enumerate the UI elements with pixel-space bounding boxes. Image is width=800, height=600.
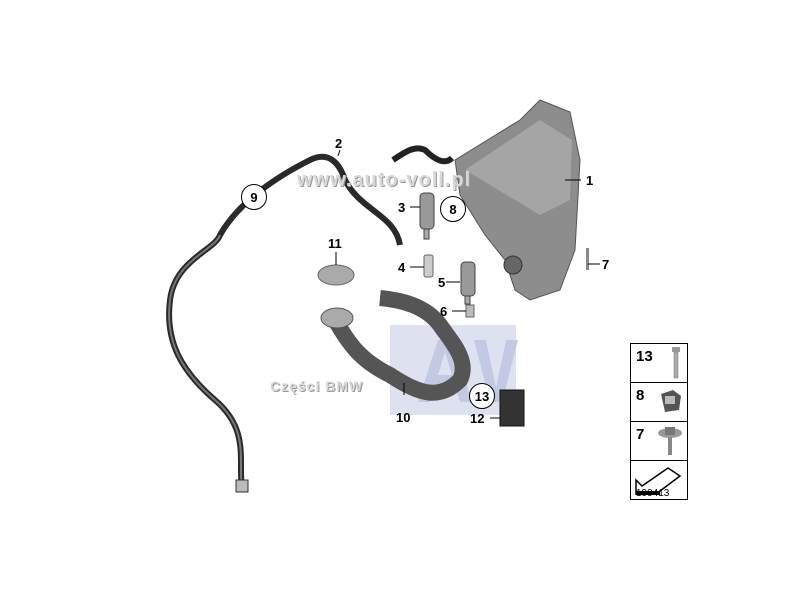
- bracket-12: [499, 389, 525, 427]
- hose-9: [166, 153, 403, 491]
- hose-9-highlight: [168, 234, 243, 491]
- reservoir-port: [503, 255, 523, 275]
- callout-11: 11: [328, 236, 342, 251]
- cap-11: [317, 264, 355, 286]
- clip-icon: [661, 390, 681, 412]
- callout-10: 10: [396, 410, 411, 425]
- legend-label: 8: [636, 387, 645, 404]
- filler-cap: [320, 307, 354, 329]
- callout-2: 2: [335, 136, 343, 151]
- small-hose: [391, 145, 455, 165]
- callout-1: 1: [586, 173, 594, 188]
- callout-3: 3: [398, 200, 406, 215]
- screw-icon: [658, 427, 682, 455]
- callout-4: 4: [398, 260, 406, 275]
- legend-item-13: 13: [630, 343, 688, 383]
- fastener-legend: 13 8 7: [630, 343, 688, 500]
- washer-pump-5: [460, 261, 476, 297]
- legend-item-8: 8: [630, 382, 688, 422]
- callout-8: 8: [440, 196, 466, 222]
- hose-connector: [235, 479, 249, 493]
- diagram-number: 199413: [636, 488, 670, 499]
- grommet-6: [465, 304, 475, 318]
- callout-7: 7: [602, 257, 610, 272]
- url-watermark: www.auto-voll.pl: [297, 169, 472, 191]
- av-logo-letter-v: [474, 340, 518, 402]
- callout-12: 12: [470, 411, 485, 426]
- reservoir-top: [465, 120, 572, 215]
- callout-13: 13: [469, 383, 495, 409]
- grommet-4: [423, 254, 434, 278]
- legend-label: 13: [636, 348, 653, 365]
- filler-pipe-10: [328, 290, 471, 401]
- arrow-icon: [635, 467, 682, 495]
- washer-pump-3: [419, 192, 435, 230]
- callout-5: 5: [438, 275, 446, 290]
- pump-3-nozzle: [423, 228, 430, 240]
- legend-label: 7: [636, 426, 645, 443]
- legend-item-7: 7: [630, 421, 688, 461]
- screw-7: [586, 248, 589, 270]
- leader-lines: [335, 149, 600, 419]
- legend-item-arrow[interactable]: [630, 460, 688, 500]
- bolt-icon: [672, 347, 680, 379]
- shop-watermark: Części BMW: [270, 378, 364, 394]
- callout-6: 6: [440, 304, 448, 319]
- pump-5-nozzle: [464, 295, 471, 305]
- callout-9: 9: [241, 184, 267, 210]
